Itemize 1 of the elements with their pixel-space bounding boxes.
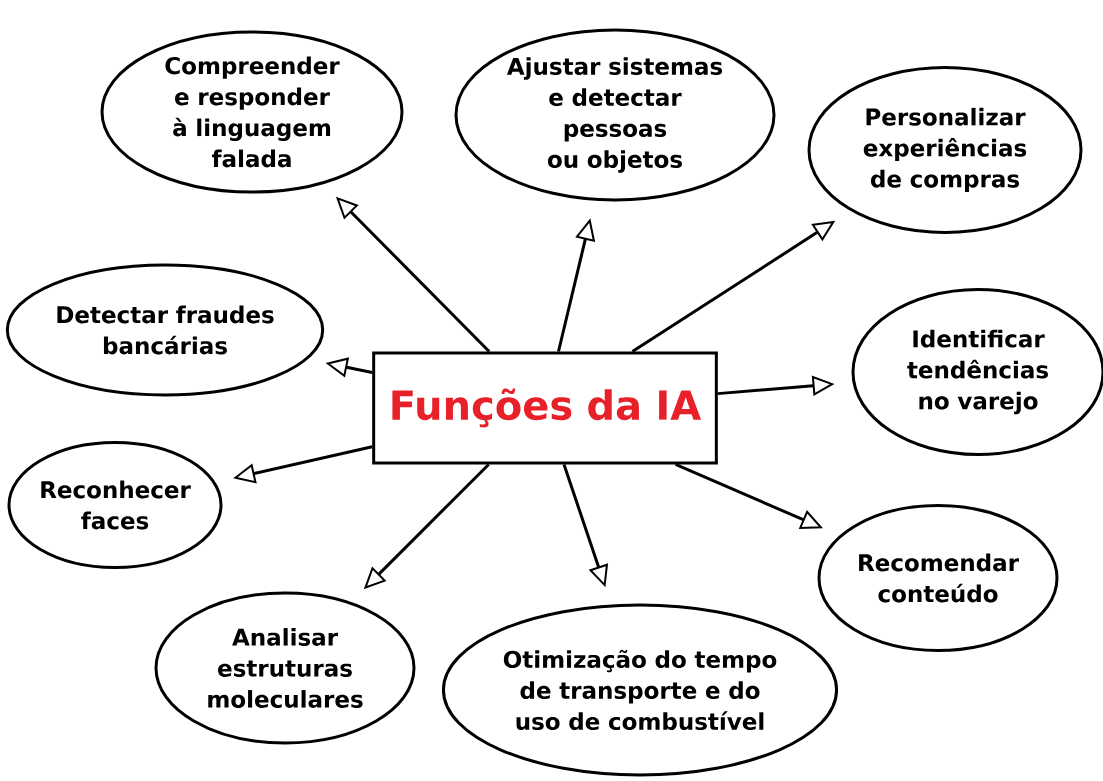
title-box: Funções da IA <box>372 351 718 465</box>
